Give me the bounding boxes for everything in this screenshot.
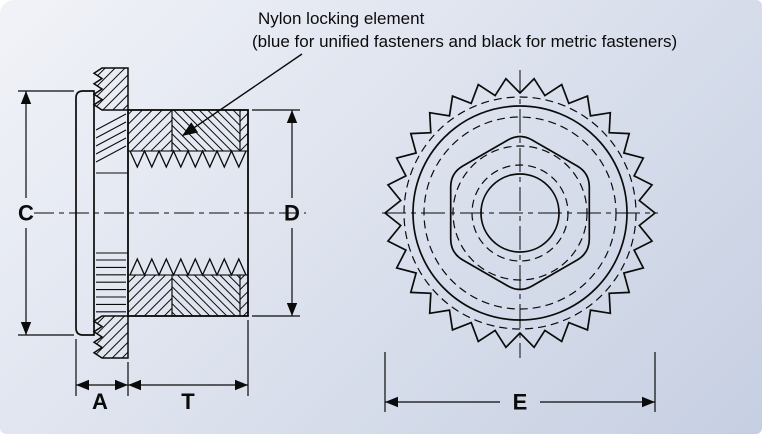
shank-knurl-lines <box>95 113 128 313</box>
dimension-d: D <box>252 109 300 317</box>
metal-section-top-right <box>239 109 249 152</box>
metal-section-bottom <box>127 274 173 317</box>
dim-label-c: C <box>18 201 34 226</box>
hex-bore-outline <box>449 135 591 291</box>
side-section-view: C D A T <box>18 67 306 414</box>
dimension-t: T <box>127 320 249 414</box>
callout: Nylon locking element (blue for unified … <box>181 9 677 137</box>
metal-section-top <box>127 109 173 152</box>
dimension-c: C <box>18 90 74 336</box>
dimension-e: E <box>384 352 656 415</box>
thread-profile <box>129 149 247 277</box>
body-outline <box>127 109 249 317</box>
dim-label-a: A <box>92 389 108 414</box>
clinch-ring-section <box>92 67 129 359</box>
dimension-a: A <box>75 339 129 414</box>
dim-label-e: E <box>513 390 528 415</box>
flange-outline <box>75 90 95 336</box>
leader-arrow <box>181 53 303 137</box>
callout-line-2: (blue for unified fasteners and black fo… <box>252 32 677 51</box>
nylon-locking-element-bottom <box>171 274 241 317</box>
serrated-outer-edge <box>383 77 657 349</box>
nylon-locking-element-top <box>171 109 241 152</box>
front-view: E <box>382 70 658 415</box>
dim-label-t: T <box>181 389 195 414</box>
dim-label-d: D <box>284 201 300 226</box>
concentric-circles <box>403 96 637 330</box>
callout-line-1: Nylon locking element <box>258 9 425 28</box>
metal-section-bottom-right <box>239 274 249 317</box>
